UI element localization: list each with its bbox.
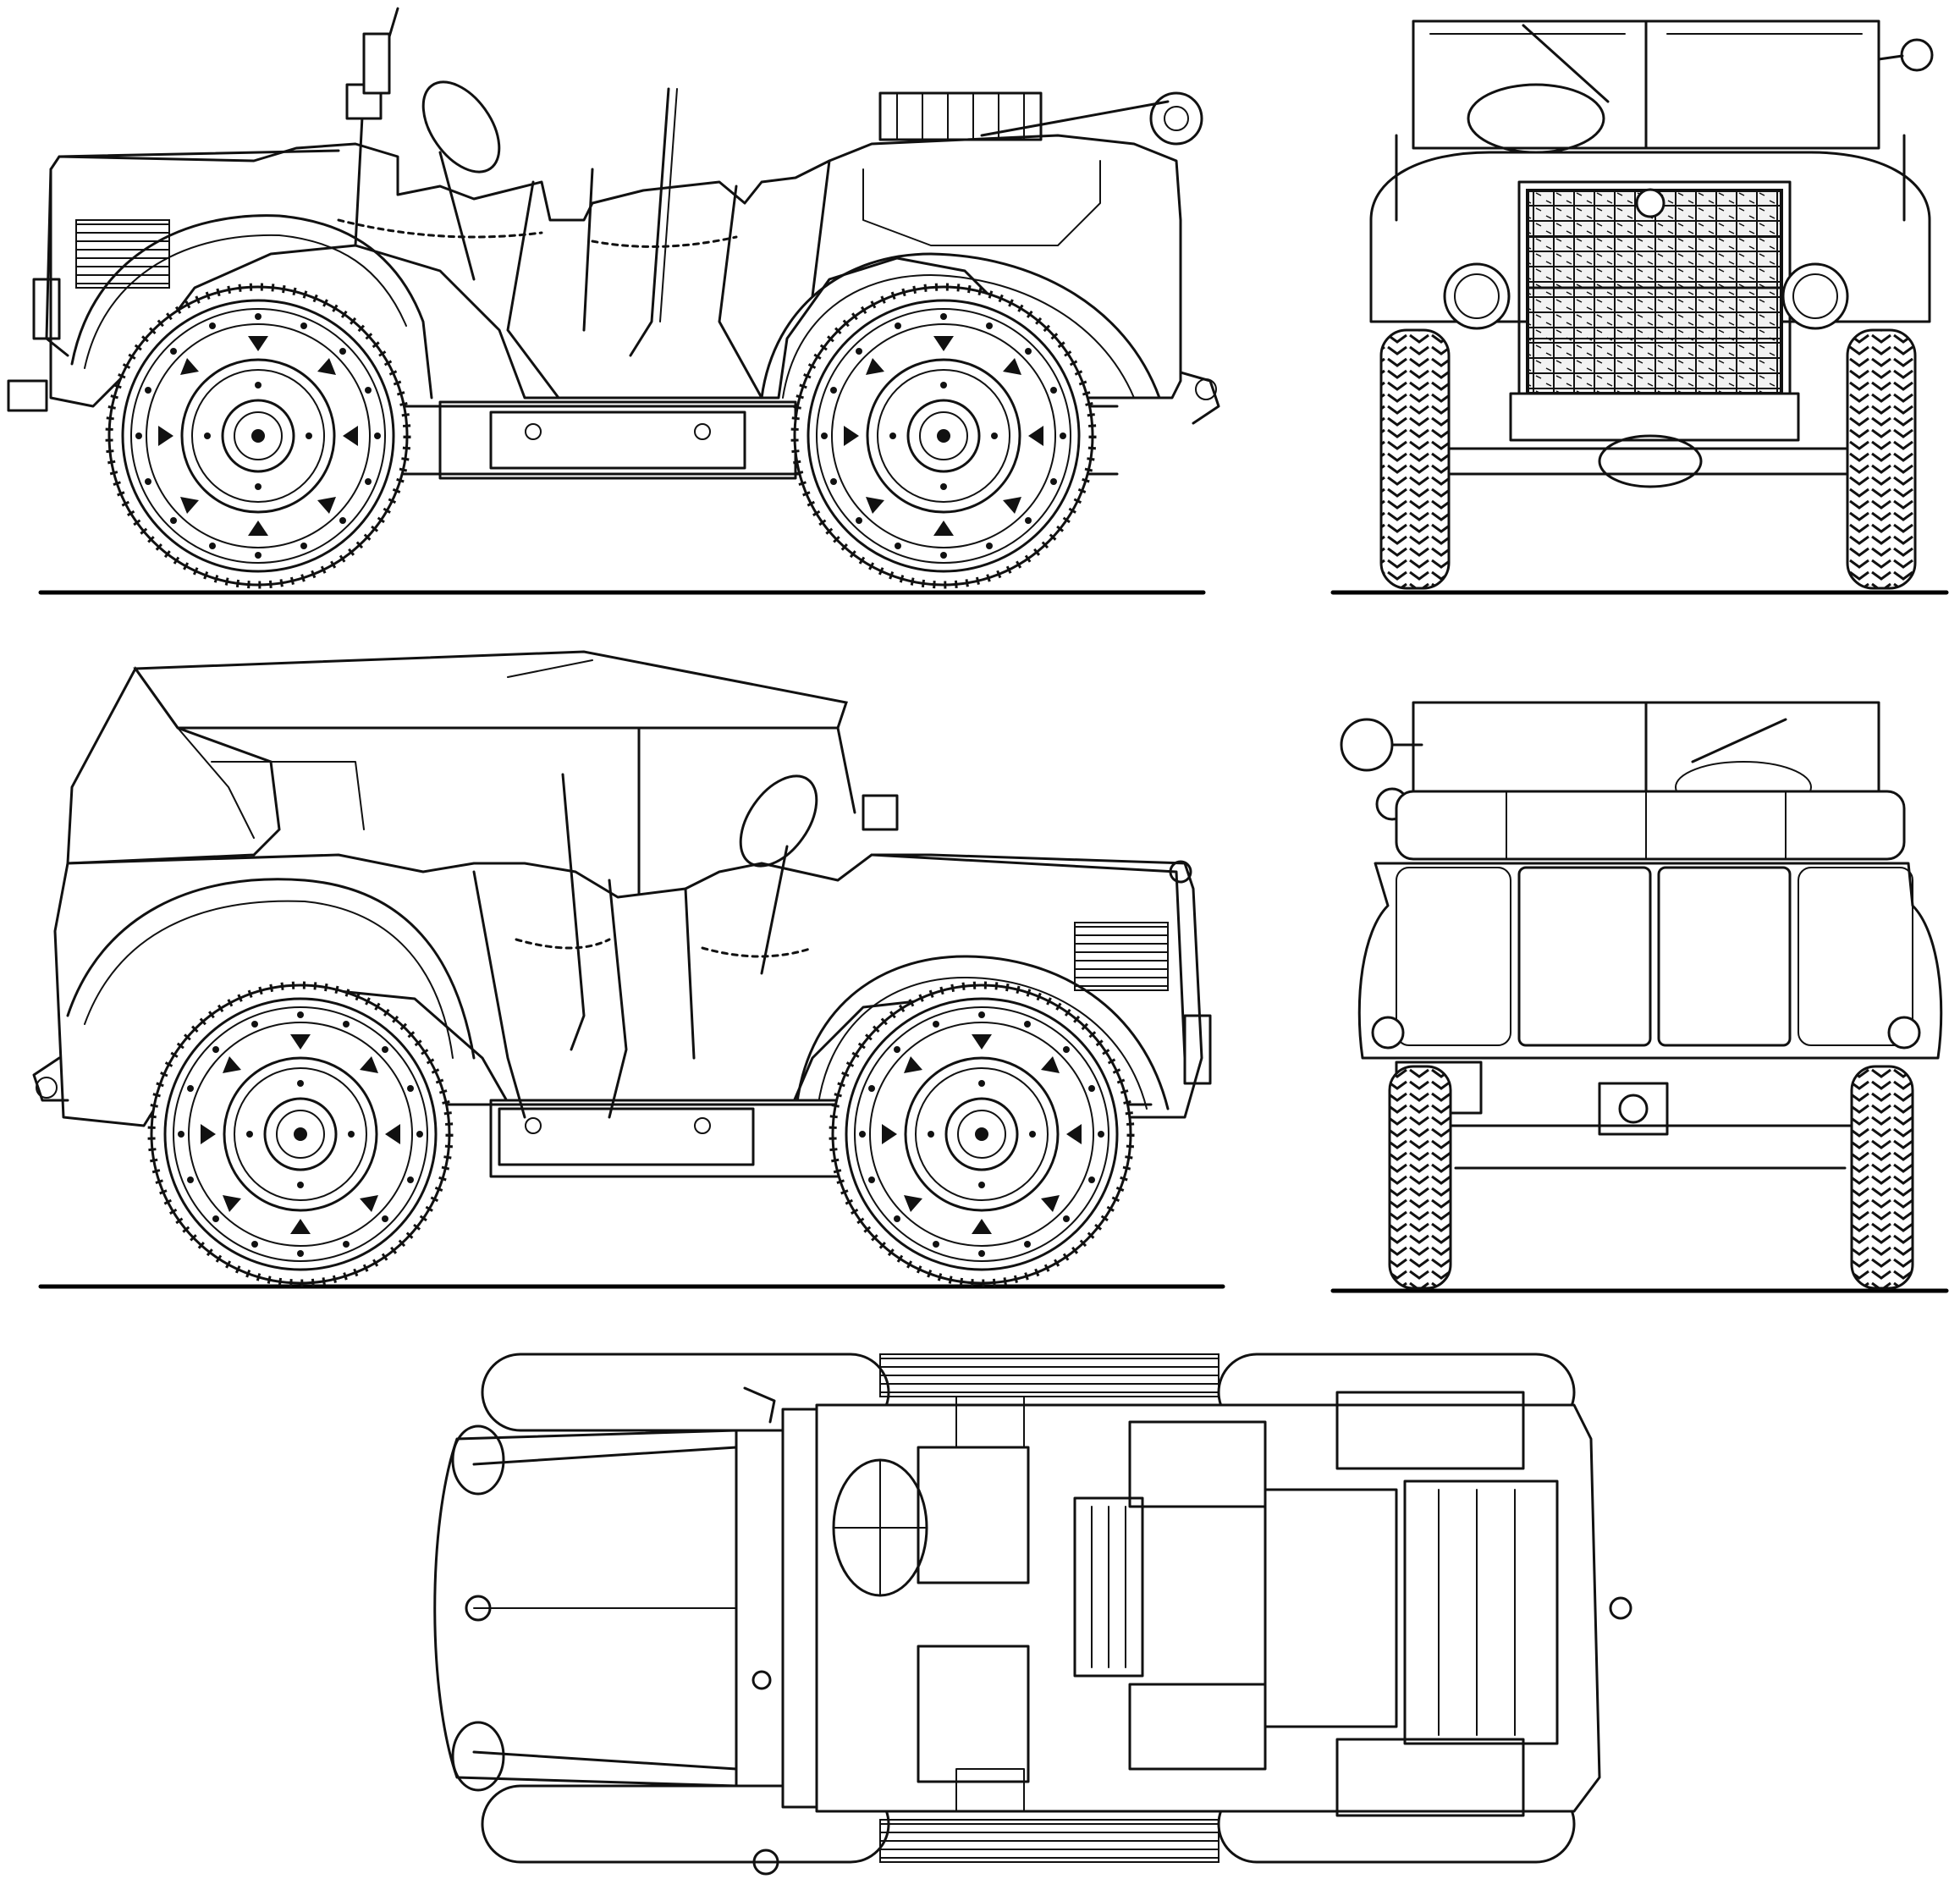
body (7, 7, 1220, 480)
rear-view (1330, 701, 1949, 1293)
side-view-open (7, 7, 1220, 595)
front-view (1330, 19, 1949, 595)
canvas-roof (133, 650, 848, 730)
side-view-canvas-top (32, 650, 1225, 1289)
top-view (433, 1353, 1632, 1876)
